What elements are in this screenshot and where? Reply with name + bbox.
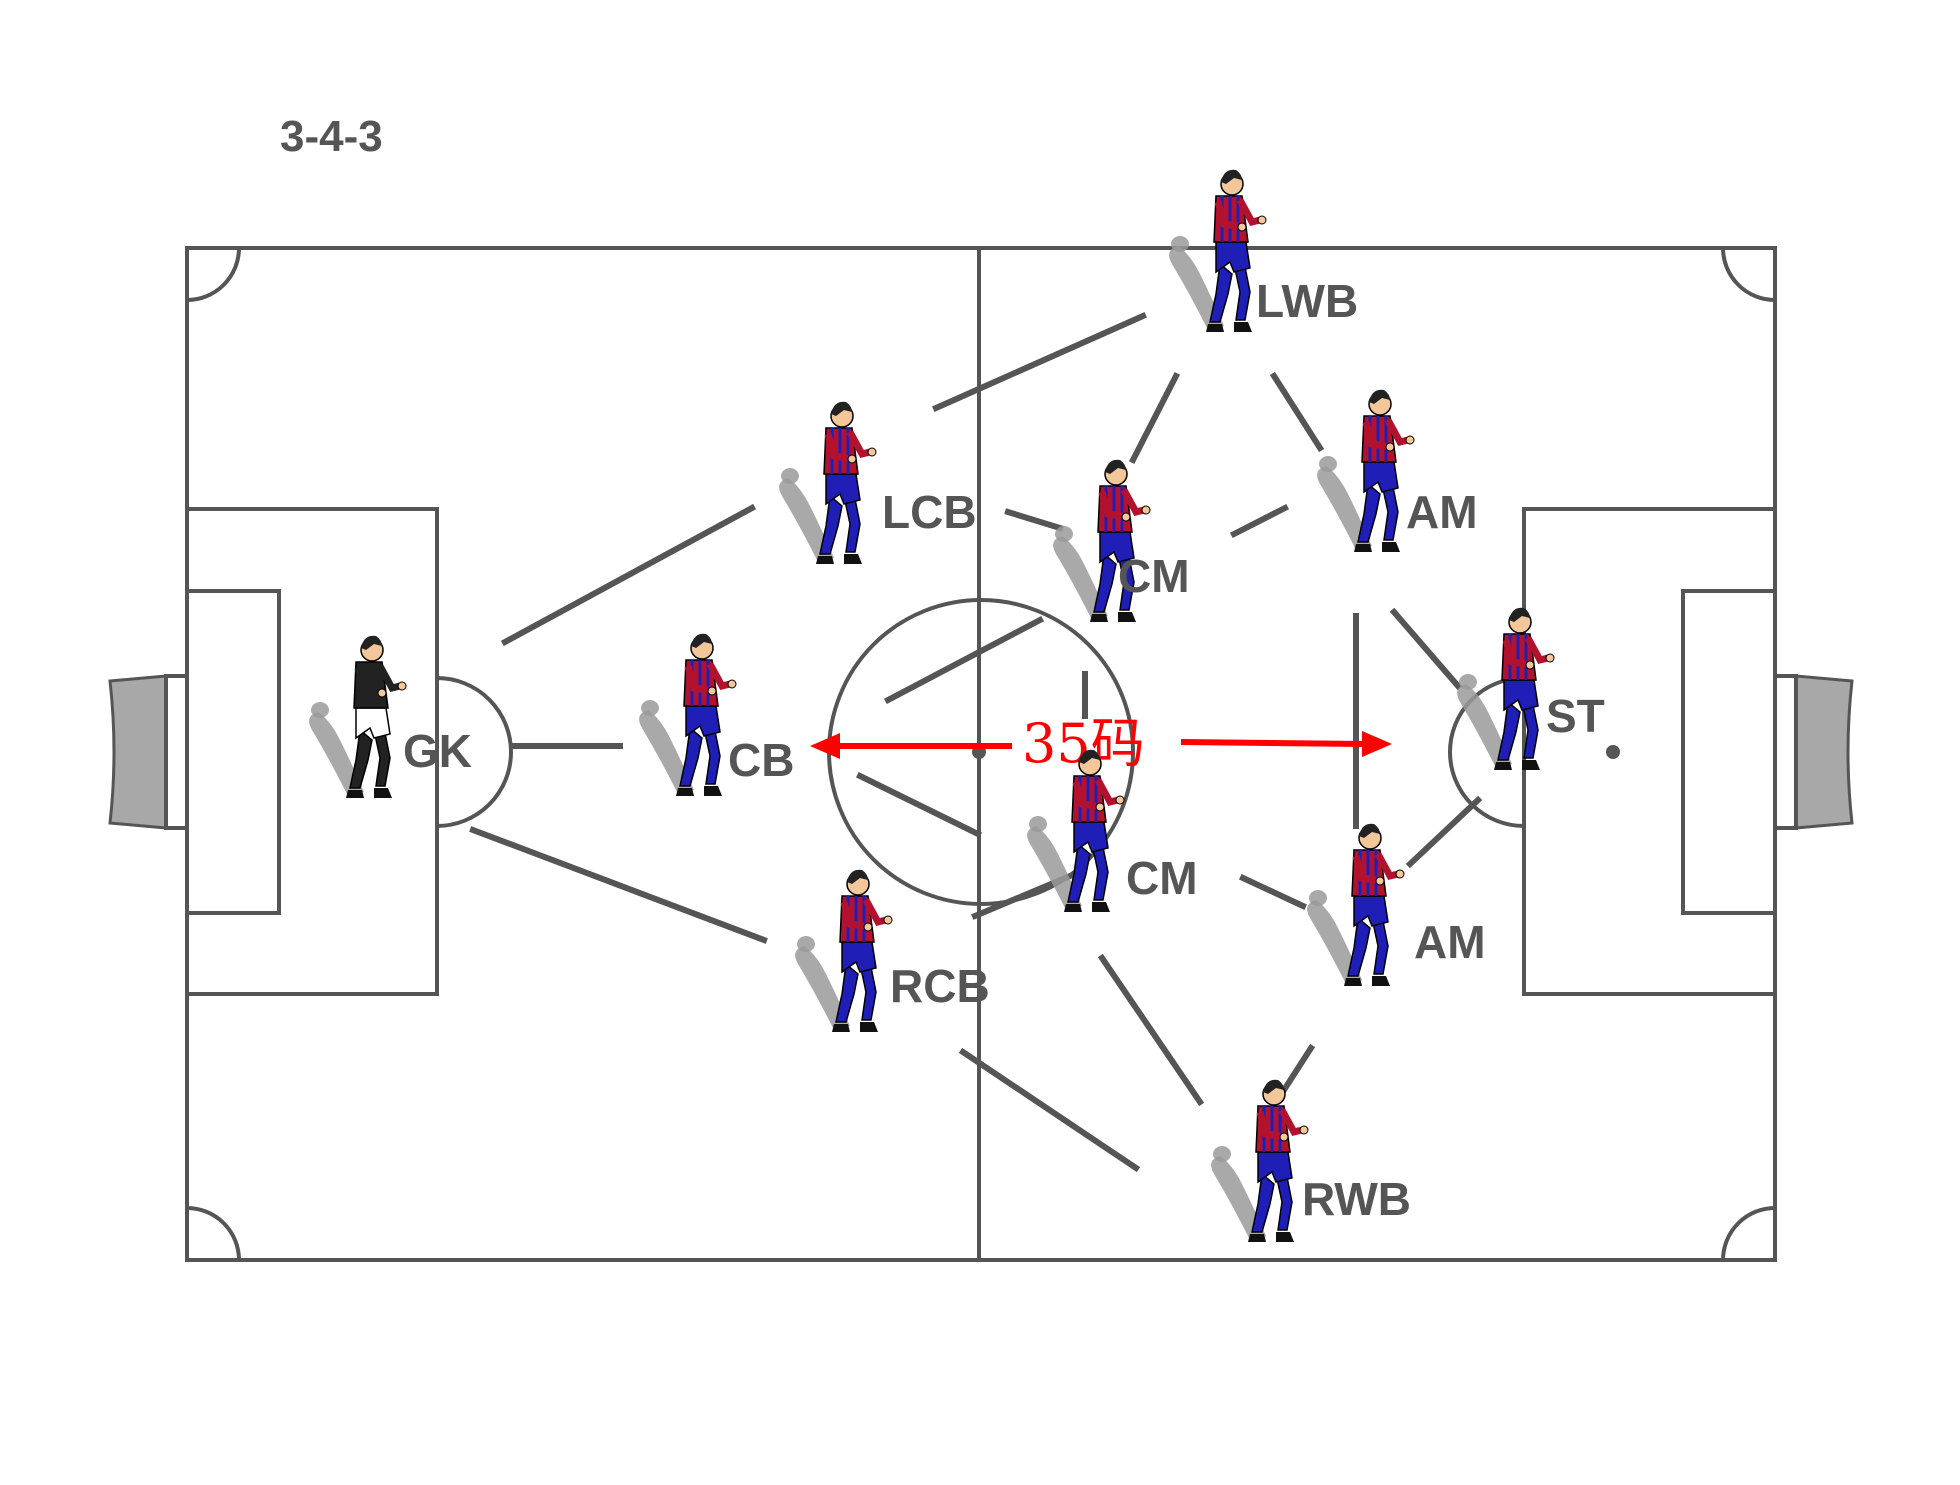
corner-arc-top-right [1721,247,1776,302]
player-rcb[interactable]: RCB [795,870,990,1032]
goalkeeper-figure-icon [309,636,406,798]
player-st[interactable]: ST [1457,608,1605,770]
player-label: GK [403,725,472,777]
link-cm-rwb [1097,953,1205,1107]
left-goal-area [185,589,281,915]
player-label: LWB [1256,275,1358,327]
player-label: CB [728,734,794,786]
player-label: CM [1118,550,1190,602]
player-label: AM [1414,916,1486,968]
right-penalty-arc [1448,676,1525,828]
player-label: AM [1406,486,1478,538]
link-gk-lcb [500,503,757,647]
left-penalty-arc [436,676,513,828]
players: GK CB LCB RCB LWB CM CM RWB [309,170,1605,1242]
left-penalty-area [185,507,439,996]
player-figure-icon [795,870,892,1032]
pitch [108,246,1854,1262]
link-gk-rcb [469,826,768,944]
player-label: ST [1546,690,1605,742]
player-label: RWB [1302,1173,1411,1225]
link-cm-am-upper [1229,503,1290,539]
arrow-head-right-icon [1362,731,1392,757]
link-lcb-cm [1004,508,1064,532]
player-figure-icon [1211,1080,1308,1242]
player-label: RCB [890,960,990,1012]
link-cb-cm-upper [883,615,1045,705]
link-lwb-cm [1128,371,1181,465]
formation-title: 3-4-3 [280,112,383,161]
right-goal [1773,674,1854,830]
link-rcb-rwb [958,1047,1141,1173]
player-gk[interactable]: GK [309,636,472,798]
link-lcb-lwb [932,312,1147,412]
player-figure-icon [1317,390,1414,552]
corner-arc-top-left [186,247,241,302]
player-figure-icon [1169,170,1266,332]
player-label: LCB [882,486,977,538]
distance-indicator: 35码 [810,712,1392,775]
right-penalty-area [1522,507,1777,996]
corner-arc-bottom-right [1721,1206,1776,1261]
left-goal [108,674,189,830]
player-figure-icon [639,634,736,796]
player-label: CM [1126,852,1198,904]
distance-arrow-right [1180,739,1366,747]
right-penalty-spot [1606,745,1620,759]
link-cb-cm-lower [855,771,983,839]
right-goal-area [1681,589,1777,915]
player-cm-upper[interactable]: CM [1053,460,1190,622]
link-lwb-am [1269,371,1325,453]
player-figure-icon [779,402,876,564]
corner-arc-bottom-left [186,1206,241,1261]
player-figure-icon [1457,608,1554,770]
passing-lines [469,312,1483,1173]
player-lwb[interactable]: LWB [1169,170,1358,332]
player-lcb[interactable]: LCB [779,402,977,564]
link-am-st-lower [1405,795,1483,869]
link-am-st-upper [1389,607,1463,691]
player-rwb[interactable]: RWB [1211,1080,1411,1242]
player-figure-icon [1307,824,1404,986]
player-am-lower[interactable]: AM [1307,824,1486,986]
player-cm-lower[interactable]: CM [1027,750,1198,912]
player-am-upper[interactable]: AM [1317,390,1478,552]
link-cm-am-lower [1239,874,1307,910]
arrow-head-left-icon [810,733,840,759]
player-cb[interactable]: CB [639,634,794,796]
link-rwb-am [1279,1043,1316,1095]
